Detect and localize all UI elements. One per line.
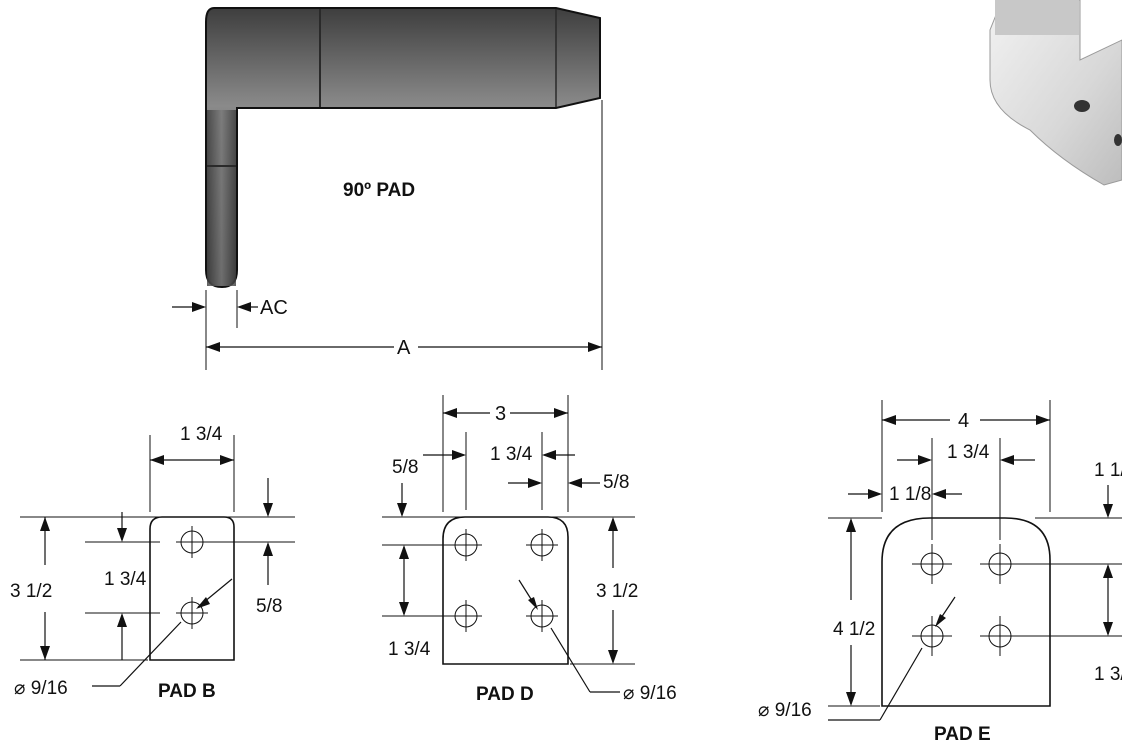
pad-e-holes — [912, 544, 1122, 656]
pad-d-holes — [450, 529, 558, 632]
pad-b-width: 1 3/4 — [180, 424, 223, 445]
pad-b-hole-spacing: 1 3/4 — [104, 569, 147, 590]
pin-render-image — [989, 0, 1122, 186]
pad-e-width: 4 — [958, 410, 969, 432]
pad-b-drawing: 1 3/4 3 1/2 1 3/4 5/8 ⌀ 9/16 PAD B — [10, 424, 295, 702]
pad-e-edge: 1 1/8 — [889, 484, 931, 505]
dim-a: A — [206, 100, 603, 370]
pad-b-edge: 5/8 — [256, 596, 282, 617]
dim-ac: AC — [172, 290, 288, 370]
pad-b-hole-dia: ⌀ 9/16 — [14, 678, 68, 699]
pad-b-title: PAD B — [158, 681, 216, 702]
pad-d-hole-spacing-x: 1 3/4 — [490, 444, 533, 465]
pad-d-width: 3 — [495, 403, 506, 425]
pad-d-drawing: 3 1 3/4 5/8 5/8 3 1/2 1 3/4 — [382, 395, 677, 705]
pad-e-title: PAD E — [934, 724, 991, 745]
pad-b-height: 3 1/2 — [10, 581, 52, 602]
pad-e-height: 4 1/2 — [833, 619, 875, 640]
pad-90-title: 90º PAD — [343, 180, 415, 201]
pad-d-edge-right: 5/8 — [603, 472, 629, 493]
pad-e-hole-spacing-y: 1 3/4 — [1094, 664, 1122, 685]
pad-d-hole-spacing-y: 1 3/4 — [388, 639, 431, 660]
pad-d-title: PAD D — [476, 684, 534, 705]
pin-90-illustration — [205, 7, 601, 289]
pad-d-hole-dia: ⌀ 9/16 — [623, 683, 677, 704]
a-label: A — [397, 337, 411, 359]
pad-d-edge-left: 5/8 — [392, 457, 418, 478]
pad-e-hole-dia: ⌀ 9/16 — [758, 700, 812, 721]
pad-e-edge-right: 1 1/8 — [1094, 460, 1122, 481]
pad-d-height: 3 1/2 — [596, 581, 638, 602]
pad-e-drawing: 4 1 3/4 1 1/8 1 1/8 1 3/4 4 1/2 — [758, 400, 1122, 745]
pad-e-hole-spacing-x: 1 3/4 — [947, 442, 990, 463]
ac-label: AC — [260, 297, 288, 319]
svg-text:1 3/4: 1 3/4 — [180, 424, 223, 445]
